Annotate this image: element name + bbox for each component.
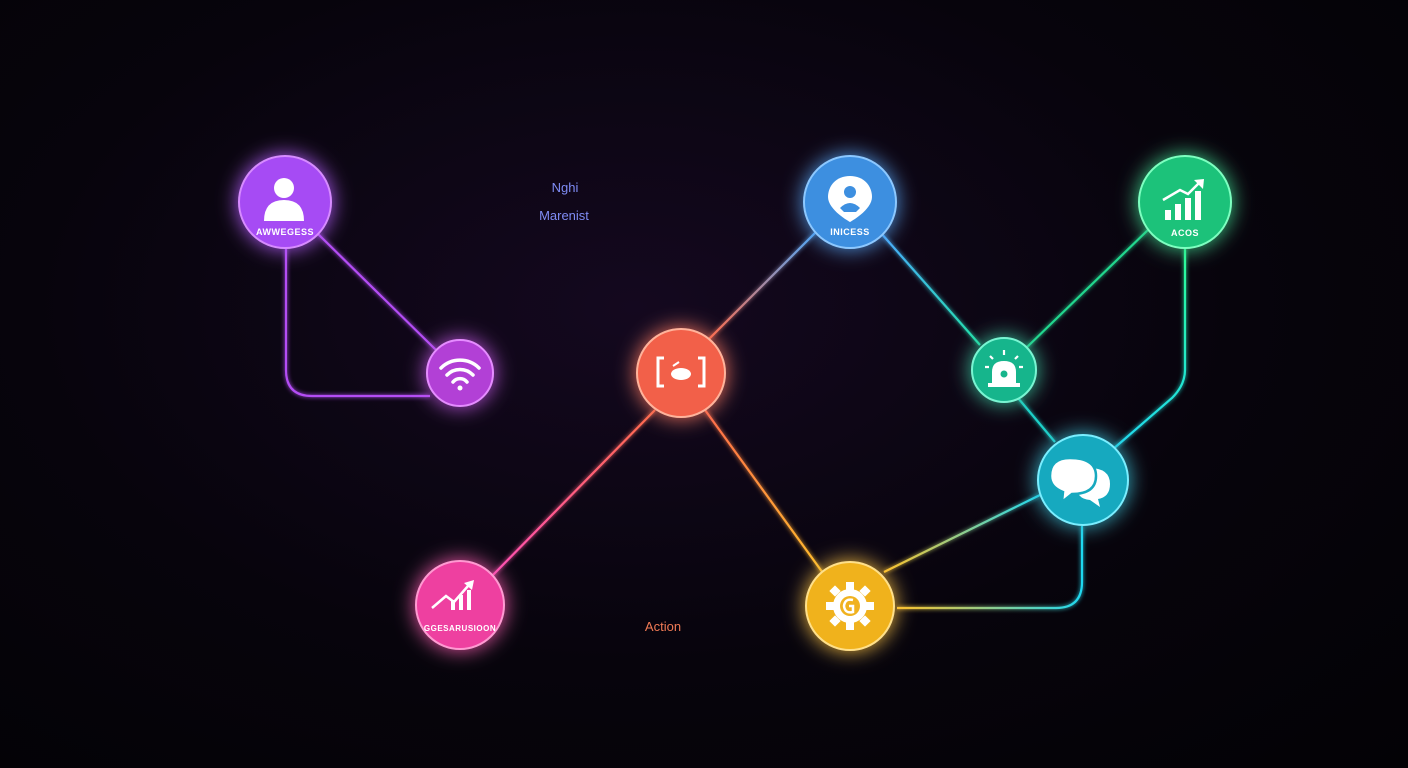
edge-alert-chat — [1017, 397, 1056, 443]
camera-frame-icon — [656, 356, 706, 388]
trend-chart-icon — [431, 580, 474, 610]
bar-chart-growth-icon — [1162, 179, 1204, 220]
chat-bubbles-icon — [1048, 456, 1110, 507]
node-trend[interactable]: GGESARUSIOON — [415, 560, 505, 650]
edge-location-alert — [879, 231, 981, 346]
node-label: INICESS — [830, 227, 870, 237]
node-label: AWWEGESS — [256, 227, 314, 237]
node-center[interactable] — [636, 328, 726, 418]
gear-icon — [826, 582, 874, 630]
edge-gear-chat-loop — [897, 526, 1084, 610]
node-gear[interactable] — [805, 561, 895, 651]
node-label: ACOS — [1171, 228, 1199, 238]
edge-user-wifi-loop — [284, 248, 430, 398]
edge-growth-alert — [1023, 227, 1151, 351]
node-location[interactable]: INICESS — [803, 155, 897, 249]
edge-center-gear — [704, 409, 829, 581]
wifi-icon — [439, 358, 481, 391]
edge-label-top-line2: Marenist — [539, 208, 589, 223]
user-icon — [264, 178, 304, 221]
edge-label-bottom: Action — [645, 619, 681, 634]
node-user[interactable]: AWWEGESS — [238, 155, 332, 249]
node-wifi[interactable] — [426, 339, 494, 407]
node-alert[interactable] — [971, 337, 1037, 403]
edge-gear-chat-diagonal — [883, 494, 1041, 573]
alarm-light-icon — [985, 350, 1023, 387]
edge-center-trend — [489, 409, 656, 579]
edge-label-top-line1: Nghi — [552, 180, 579, 195]
edge-user-wifi-diagonal — [315, 231, 437, 351]
edge-growth-chat — [1111, 248, 1187, 451]
location-pin-icon — [828, 176, 872, 222]
node-label: GGESARUSIOON — [424, 624, 496, 633]
edge-center-location — [707, 227, 821, 341]
node-chat[interactable] — [1037, 434, 1129, 526]
node-growth[interactable]: ACOS — [1138, 155, 1232, 249]
